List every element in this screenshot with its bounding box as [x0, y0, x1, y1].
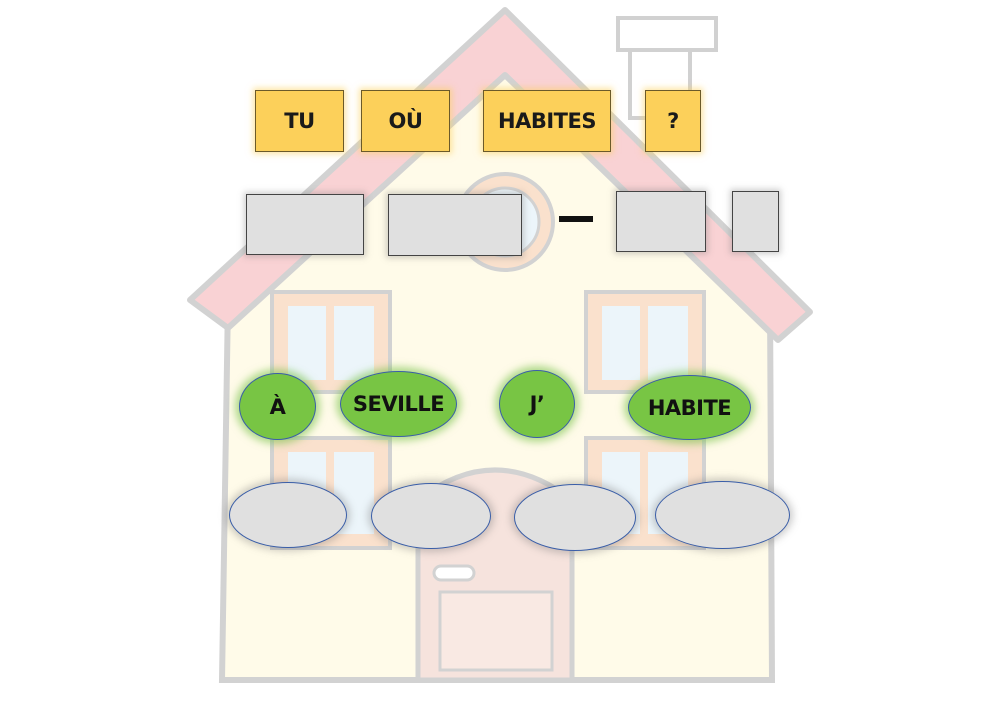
roof	[187, 7, 813, 343]
question-drop-slot-4[interactable]	[732, 191, 779, 252]
word-bubble-label: À	[269, 394, 286, 419]
word-card-label: ?	[667, 109, 679, 133]
word-card-ou[interactable]: OÙ	[361, 90, 450, 152]
hyphen-separator	[559, 216, 593, 222]
word-bubble-label: HABITE	[647, 395, 732, 420]
word-card-question-mark[interactable]: ?	[645, 90, 701, 152]
word-card-tu[interactable]: TU	[255, 90, 344, 152]
word-bubble-j[interactable]: J’	[499, 370, 575, 438]
word-card-label: HABITES	[498, 109, 596, 133]
word-bubble-a[interactable]: À	[239, 373, 316, 440]
word-bubble-label: SEVILLE	[352, 392, 445, 416]
word-card-habites[interactable]: HABITES	[483, 90, 611, 152]
word-bubble-seville[interactable]: SEVILLE	[340, 371, 457, 437]
answer-drop-slot-1[interactable]	[229, 482, 347, 548]
answer-drop-slot-3[interactable]	[514, 484, 636, 551]
word-card-label: OÙ	[388, 109, 423, 133]
word-bubble-label: J’	[529, 392, 545, 416]
answer-drop-slot-4[interactable]	[655, 481, 790, 549]
question-drop-slot-1[interactable]	[246, 194, 364, 255]
word-card-label: TU	[284, 109, 315, 133]
door-handle	[432, 564, 476, 582]
question-drop-slot-2[interactable]	[388, 194, 522, 256]
chimney-cap	[616, 16, 718, 52]
word-bubble-habite[interactable]: HABITE	[628, 375, 751, 440]
answer-drop-slot-2[interactable]	[371, 483, 491, 549]
question-drop-slot-3[interactable]	[616, 191, 706, 252]
